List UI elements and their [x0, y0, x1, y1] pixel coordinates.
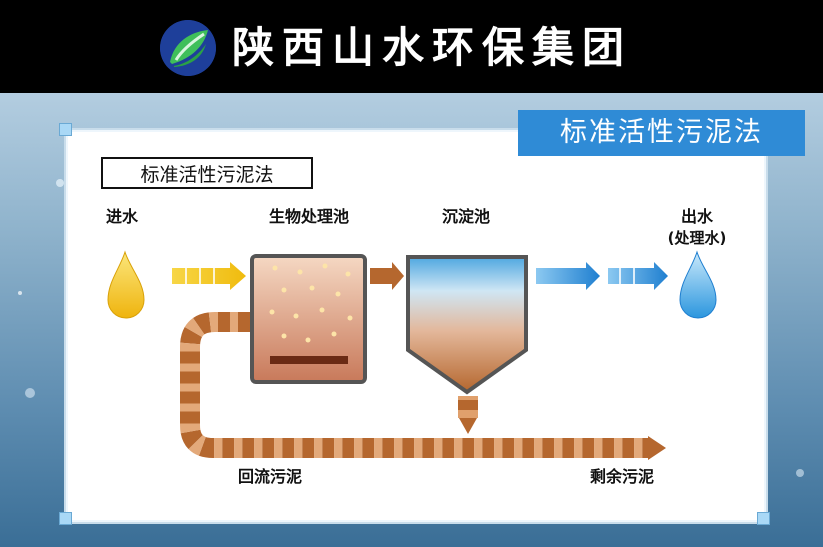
diagram-title-box [101, 157, 313, 189]
transfer-arrow [370, 262, 404, 290]
excess-sludge-arrowhead [648, 436, 666, 460]
inflow-label: 进水 [106, 207, 139, 226]
aeration-diffuser [270, 356, 348, 364]
outflow-arrow-2 [608, 262, 668, 290]
panel-corner-handle [59, 512, 72, 525]
excess-sludge-label: 剩余污泥 [590, 467, 654, 486]
biological-treatment-tank [250, 254, 367, 384]
inflow-arrow [172, 262, 246, 290]
return-sludge-pipe [180, 312, 650, 458]
return-sludge-label: 回流污泥 [238, 467, 302, 486]
outflow-label: 出水 [681, 207, 714, 226]
panel-corner-handle [757, 512, 770, 525]
header-bar: 陕西山水环保集团 [0, 0, 823, 93]
blue-water-drop-icon [679, 250, 717, 319]
diagram-title: 标准活性污泥法 [140, 164, 273, 186]
bio-tank-label: 生物处理池 [269, 207, 349, 226]
method-tag: 标准活性污泥法 [518, 110, 805, 156]
settling-tank [406, 255, 528, 395]
sludge-outlet-pipe [458, 396, 478, 418]
brand-name: 陕西山水环保集团 [232, 23, 633, 72]
aeration-bubbles [269, 263, 353, 343]
leaf-logo-icon [160, 20, 216, 76]
outflow-arrow [536, 262, 600, 290]
yellow-water-drop-icon [107, 250, 145, 319]
settling-tank-label: 沉淀池 [442, 207, 490, 226]
panel-corner-handle [59, 123, 72, 136]
outflow-sublabel: (处理水) [668, 229, 727, 247]
